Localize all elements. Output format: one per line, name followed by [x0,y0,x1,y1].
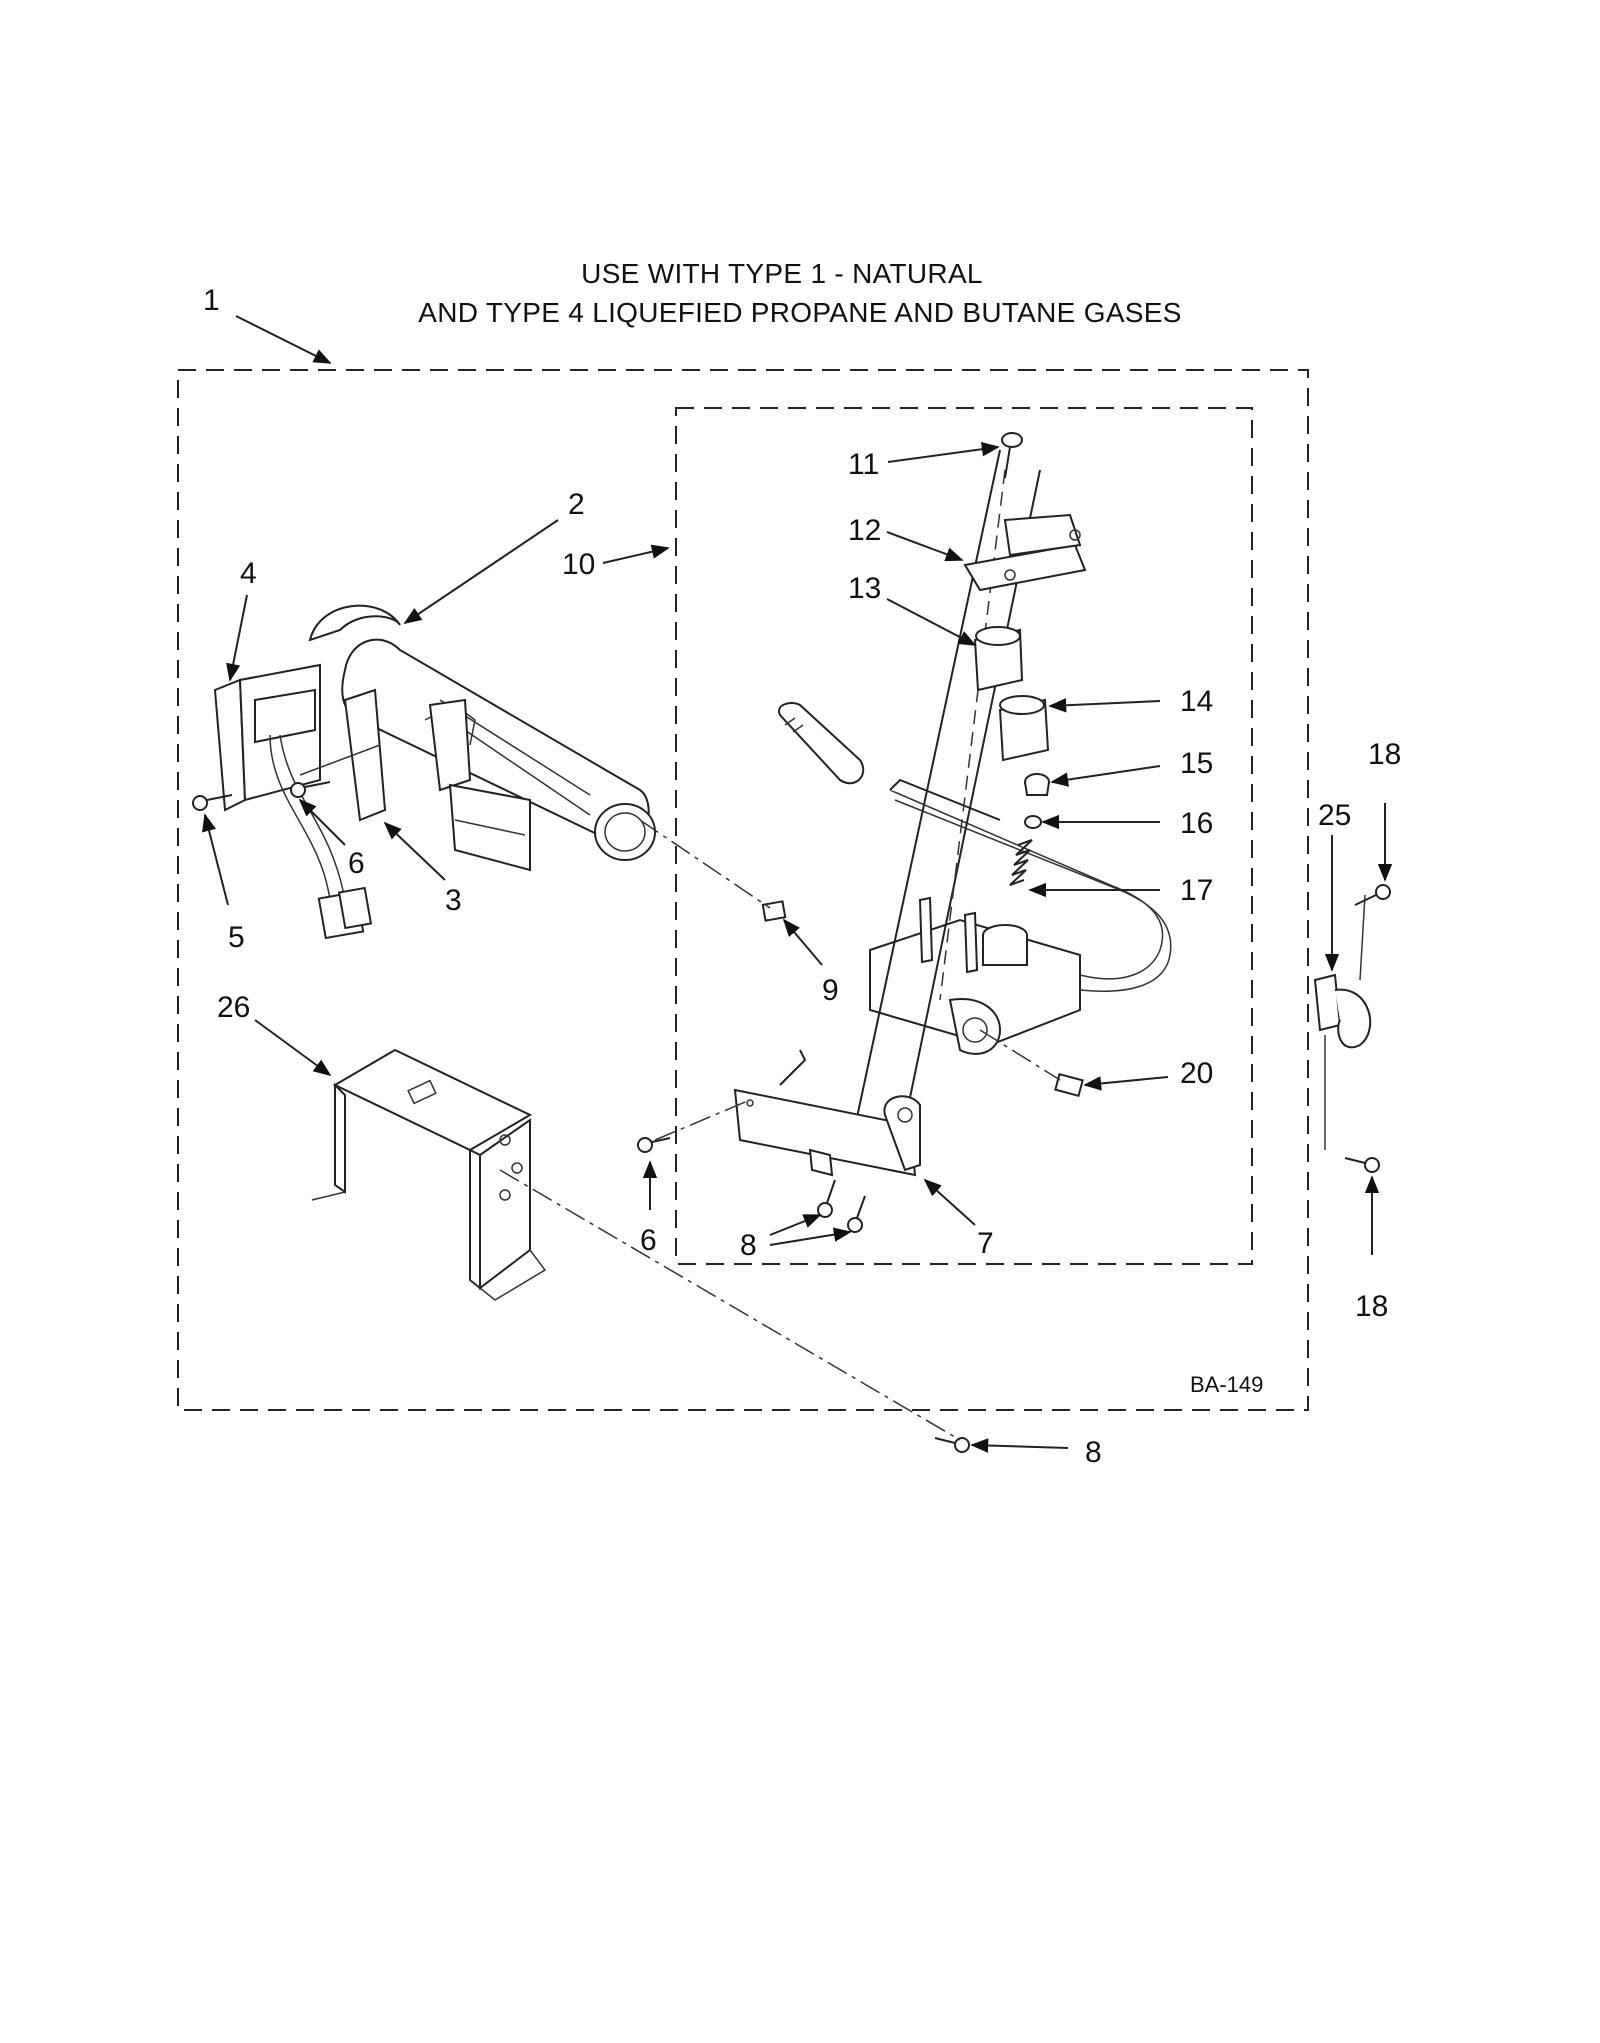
callout-7: 7 [977,1227,994,1260]
leader-7 [923,1178,976,1226]
callout-18-upper: 18 [1368,738,1401,771]
callout-26: 26 [217,991,250,1024]
alignment-line-bracket-screw [499,1169,961,1441]
leader-26 [254,1019,332,1077]
valve-assembly-boundary [675,407,1253,1265]
callout-8-pair: 8 [740,1229,757,1262]
leader-11 [887,442,1000,463]
leader-9 [782,918,823,966]
leader-5 [202,813,229,906]
support-bracket [299,688,387,822]
callout-6-upper: 6 [348,847,365,880]
leader-14 [1048,698,1161,713]
callout-2: 2 [568,488,585,521]
valve-spring [1009,839,1033,886]
leader-1 [235,315,332,364]
ground-clip [1313,973,1372,1049]
alignment-line-screw-6 [654,1099,751,1141]
diagram-title-line-1: USE WITH TYPE 1 - NATURAL [581,258,983,289]
callout-6-lower: 6 [640,1224,657,1257]
leader-12 [886,531,964,562]
screw-8-bottom [934,1437,970,1453]
leader-13 [886,598,977,646]
screw-6-upper [290,781,331,798]
callout-9: 9 [822,974,839,1007]
leader-8b [769,1227,852,1246]
leader-2 [403,519,559,625]
callout-16: 16 [1180,807,1213,840]
coil-bracket [963,513,1087,592]
callout-13: 13 [848,572,881,605]
leader-20 [1083,1076,1169,1091]
alignment-line-plug [979,1029,1061,1081]
callout-10: 10 [562,548,595,581]
screw-18-lower [1344,1157,1380,1173]
leader-10 [602,544,670,564]
valve-seal [1024,815,1042,829]
callout-3: 3 [445,884,462,917]
outer-assembly-boundary [177,369,1309,1411]
igniter-bracket [213,663,373,940]
mounting-bracket [311,1048,547,1301]
leader-8a [769,1214,822,1236]
orifice [761,900,787,922]
callout-18-lower: 18 [1355,1290,1388,1323]
callout-11: 11 [848,448,879,481]
sensor-bracket [428,698,531,872]
ground-wire [1324,894,1366,1150]
screw-11 [1001,432,1023,479]
leader-15 [1050,765,1161,787]
callout-8-bottom: 8 [1085,1436,1102,1469]
screw-8-pair-b [847,1195,866,1233]
callout-4: 4 [240,557,257,590]
plug [1054,1072,1084,1098]
gas-valve-body [869,778,1172,1055]
leader-6a [298,798,346,846]
callout-1: 1 [203,284,220,317]
valve-support-rail-right [894,469,1041,1171]
callout-15: 15 [1180,747,1213,780]
screw-6-lower [637,1137,671,1153]
callout-20: 20 [1180,1057,1213,1090]
valve-dashed-axis [939,469,1006,1001]
valve-cap [1024,773,1050,796]
leader-8c [970,1438,1069,1453]
callout-17: 17 [1180,874,1213,907]
callout-12: 12 [848,514,881,547]
coil-lower [998,695,1050,762]
callout-5: 5 [228,921,245,954]
callout-14: 14 [1180,685,1213,718]
gas-pipe [778,702,865,785]
burner-tube [308,604,656,861]
burner-bracket [733,1049,921,1177]
callout-25: 25 [1318,799,1351,832]
diagram-title-line-2: AND TYPE 4 LIQUEFIED PROPANE AND BUTANE … [418,297,1182,328]
alignment-line-orifice [639,819,771,909]
screw-8-pair-a [817,1179,836,1218]
screw-5 [192,794,233,811]
leader-3 [383,821,446,881]
coil-upper [973,626,1024,692]
leader-4 [226,594,248,682]
diagram-code: BA-149 [1190,1372,1263,1397]
screw-18-upper [1354,884,1391,906]
